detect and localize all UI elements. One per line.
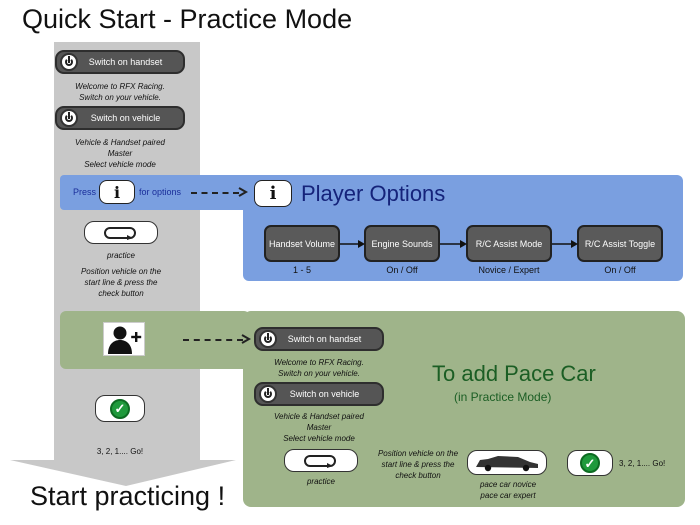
rc-assist-toggle-option[interactable]: R/C Assist Toggle [577, 225, 663, 262]
practice-button[interactable] [84, 221, 158, 244]
switch-on-handset-button[interactable]: Switch on handset [55, 50, 185, 74]
start-practicing-text: Start practicing ! [30, 481, 226, 511]
page-title: Quick Start - Practice Mode [22, 4, 353, 34]
pace-paired-caption: Vehicle & Handset paired Master Select v… [274, 412, 364, 443]
pace-switch-on-handset-button[interactable]: Switch on handset [254, 327, 384, 351]
check-icon: ✓ [110, 398, 130, 419]
power-icon [60, 53, 78, 71]
pace-switch-on-handset-label: Switch on handset [287, 334, 362, 344]
person-plus-icon [108, 326, 142, 354]
rc-assist-mode-option[interactable]: R/C Assist Mode [466, 225, 552, 262]
info-icon-box: i [254, 180, 292, 207]
player-options-title: Player Options [301, 181, 446, 206]
pace-welcome-caption: Welcome to RFX Racing. Switch on your ve… [274, 358, 364, 378]
arrowhead-icon [241, 334, 251, 344]
countdown-text: 3, 2, 1.... Go! [96, 447, 144, 456]
engine-sounds-value: On / Off [386, 265, 418, 275]
arrowhead-icon [238, 187, 248, 197]
rc-assist-toggle-value: On / Off [604, 265, 636, 275]
add-user-button[interactable] [103, 322, 145, 356]
pace-car-title: To add Pace Car [432, 361, 596, 386]
dashed-connector [191, 192, 239, 194]
handset-volume-option[interactable]: Handset Volume [264, 225, 340, 262]
power-icon [259, 385, 277, 403]
arrow-right-icon [440, 240, 467, 248]
loop-arrow-icon [304, 455, 336, 468]
rc-assist-mode-value: Novice / Expert [478, 265, 540, 275]
info-icon: i [113, 182, 121, 202]
switch-on-vehicle-button[interactable]: Switch on vehicle [55, 106, 185, 130]
position-caption: Position vehicle on the start line & pre… [80, 267, 162, 298]
info-icon: i [269, 183, 277, 204]
practice-label: practice [106, 251, 135, 260]
pace-practice-button[interactable] [284, 449, 358, 472]
pace-practice-label: practice [306, 477, 335, 486]
pace-position-caption: Position vehicle on the start line & pre… [377, 449, 459, 480]
pace-car-subtitle: (in Practice Mode) [454, 390, 552, 404]
dashed-connector [183, 339, 243, 341]
pace-switch-on-vehicle-label: Switch on vehicle [289, 389, 360, 399]
pace-countdown-text: 3, 2, 1.... Go! [619, 459, 666, 468]
arrow-right-icon [340, 240, 365, 248]
welcome-caption: Welcome to RFX Racing. Switch on your ve… [75, 82, 165, 102]
engine-sounds-option[interactable]: Engine Sounds [364, 225, 440, 262]
pace-car-caption: pace car novice pace car expert [479, 480, 537, 500]
arrow-right-icon [552, 240, 578, 248]
press-label: Press [73, 187, 97, 197]
loop-arrow-icon [104, 227, 136, 240]
switch-on-vehicle-label: Switch on vehicle [90, 113, 161, 123]
info-button[interactable]: i [99, 180, 135, 204]
check-icon: ✓ [580, 453, 600, 473]
handset-volume-value: 1 - 5 [292, 265, 311, 275]
power-icon [60, 109, 78, 127]
pace-car-button[interactable] [467, 450, 547, 475]
check-button[interactable]: ✓ [95, 395, 145, 422]
pace-switch-on-vehicle-button[interactable]: Switch on vehicle [254, 382, 384, 406]
switch-on-handset-label: Switch on handset [88, 57, 163, 67]
options-label: for options [139, 187, 182, 197]
power-icon [259, 330, 277, 348]
paired-caption: Vehicle & Handset paired Master Select v… [75, 138, 165, 169]
pace-check-button[interactable]: ✓ [567, 450, 613, 476]
race-car-icon [476, 456, 538, 472]
